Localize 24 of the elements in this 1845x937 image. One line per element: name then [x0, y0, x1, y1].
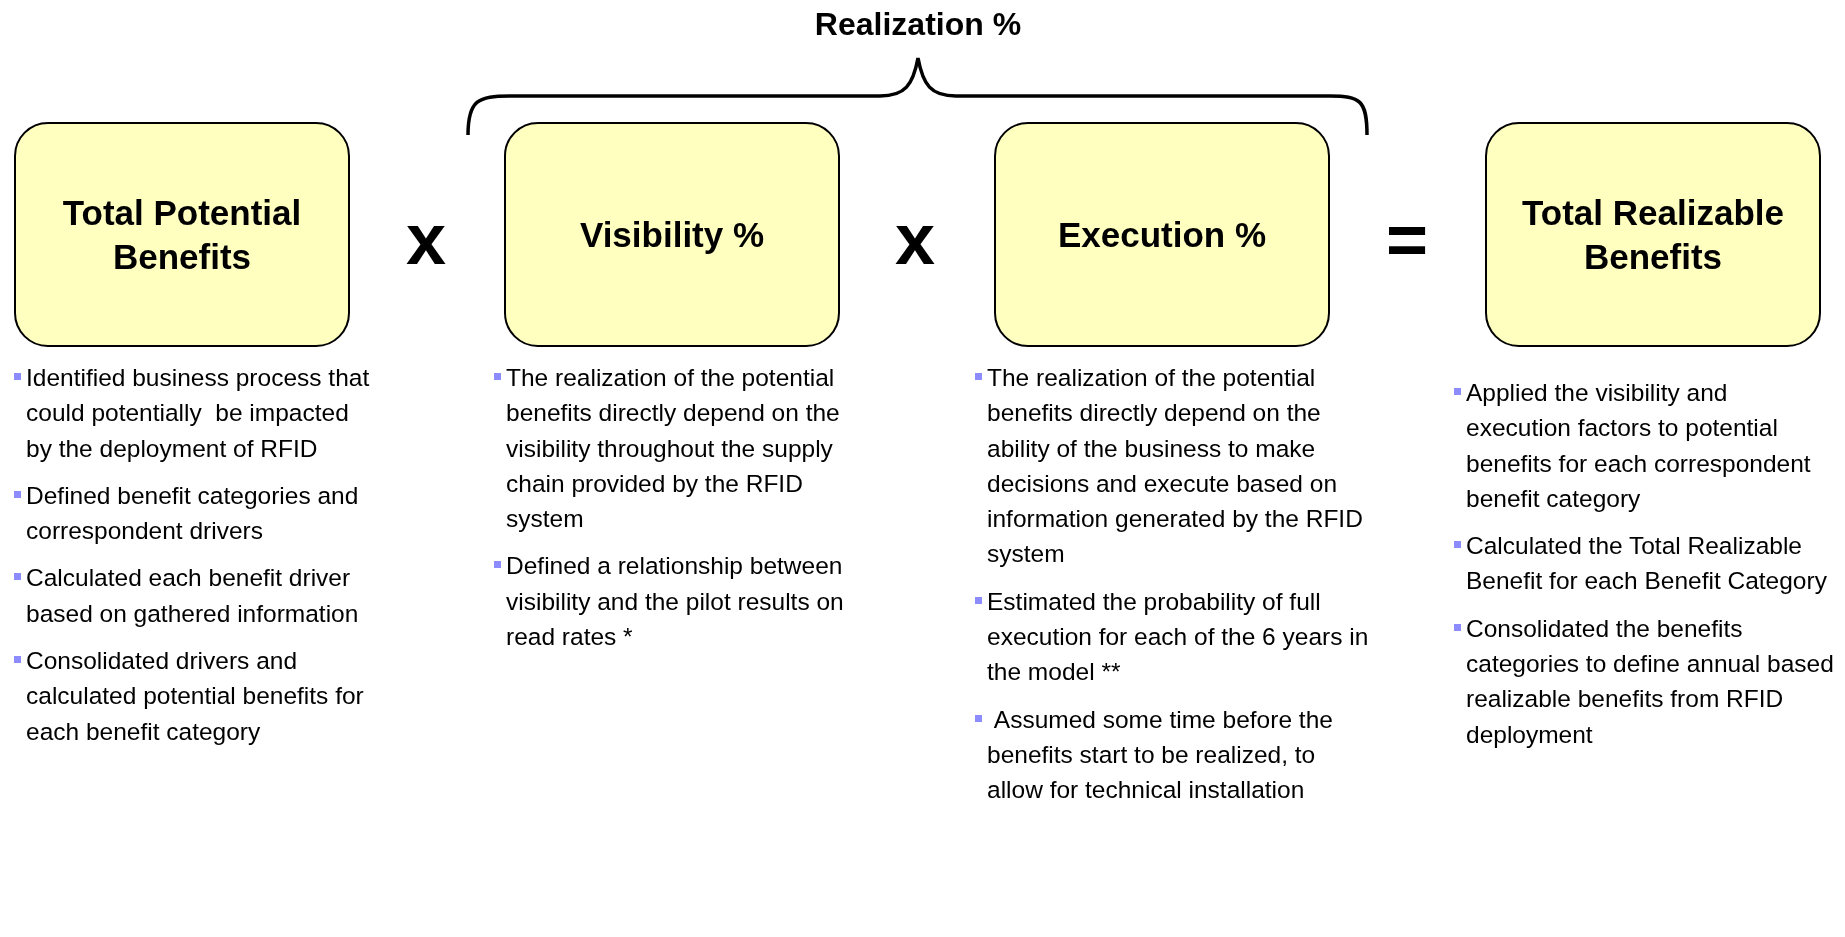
equals-sign: =: [1384, 205, 1429, 273]
bullet-text: Applied the visibility and execution factors to potential benefits for each correspondent benefit category: [1466, 378, 1812, 514]
bracket-label: Realization %: [813, 6, 1023, 42]
box-title: Total Potential Benefits: [61, 191, 303, 278]
bullet-text: The realization of the potential benefits directly depend on the visibility throughout the supply chain provided by the RFID system: [506, 363, 841, 535]
box-title: Total Realizable Benefits: [1521, 191, 1785, 278]
bullet-text: Defined benefit categories and correspondent drivers: [26, 480, 360, 547]
bullet-text: Consolidated drivers and calculated potential benefits for each benefit category: [26, 646, 365, 747]
bullet-text: Consolidated the benefits categories to define annual based realizable benefits from RFID deployment: [1466, 613, 1834, 750]
bullet-text: Identified business process that could potentially be impacted by the deployment of RFID: [26, 363, 371, 464]
bullet-text: Defined a relationship between visibility and the pilot results on read rates *: [506, 551, 845, 653]
box-title: Execution %: [1057, 213, 1267, 256]
formula-box: [1485, 122, 1821, 347]
bullet-text: Calculated the Total Realizable Benefit for each Benefit Category: [1466, 531, 1828, 597]
box-title: Visibility %: [579, 213, 765, 256]
formula-box: [994, 122, 1330, 347]
multiply-sign: x: [404, 205, 447, 273]
bullet-text: Estimated the probability of full execution for each of the 6 years in the model **: [987, 586, 1370, 688]
bullet-text: The realization of the potential benefits directly depend on the ability of the business to make decisions and execute based on information generated by the RFID system: [987, 363, 1364, 570]
multiply-sign: x: [893, 205, 936, 273]
bullet-text: Assumed some time before the benefits start to be realized, to allow for technical installation: [987, 704, 1334, 806]
formula-box: [504, 122, 840, 347]
formula-box: [14, 122, 350, 347]
bullet-text: Calculated each benefit driver based on gathered information: [26, 563, 360, 629]
